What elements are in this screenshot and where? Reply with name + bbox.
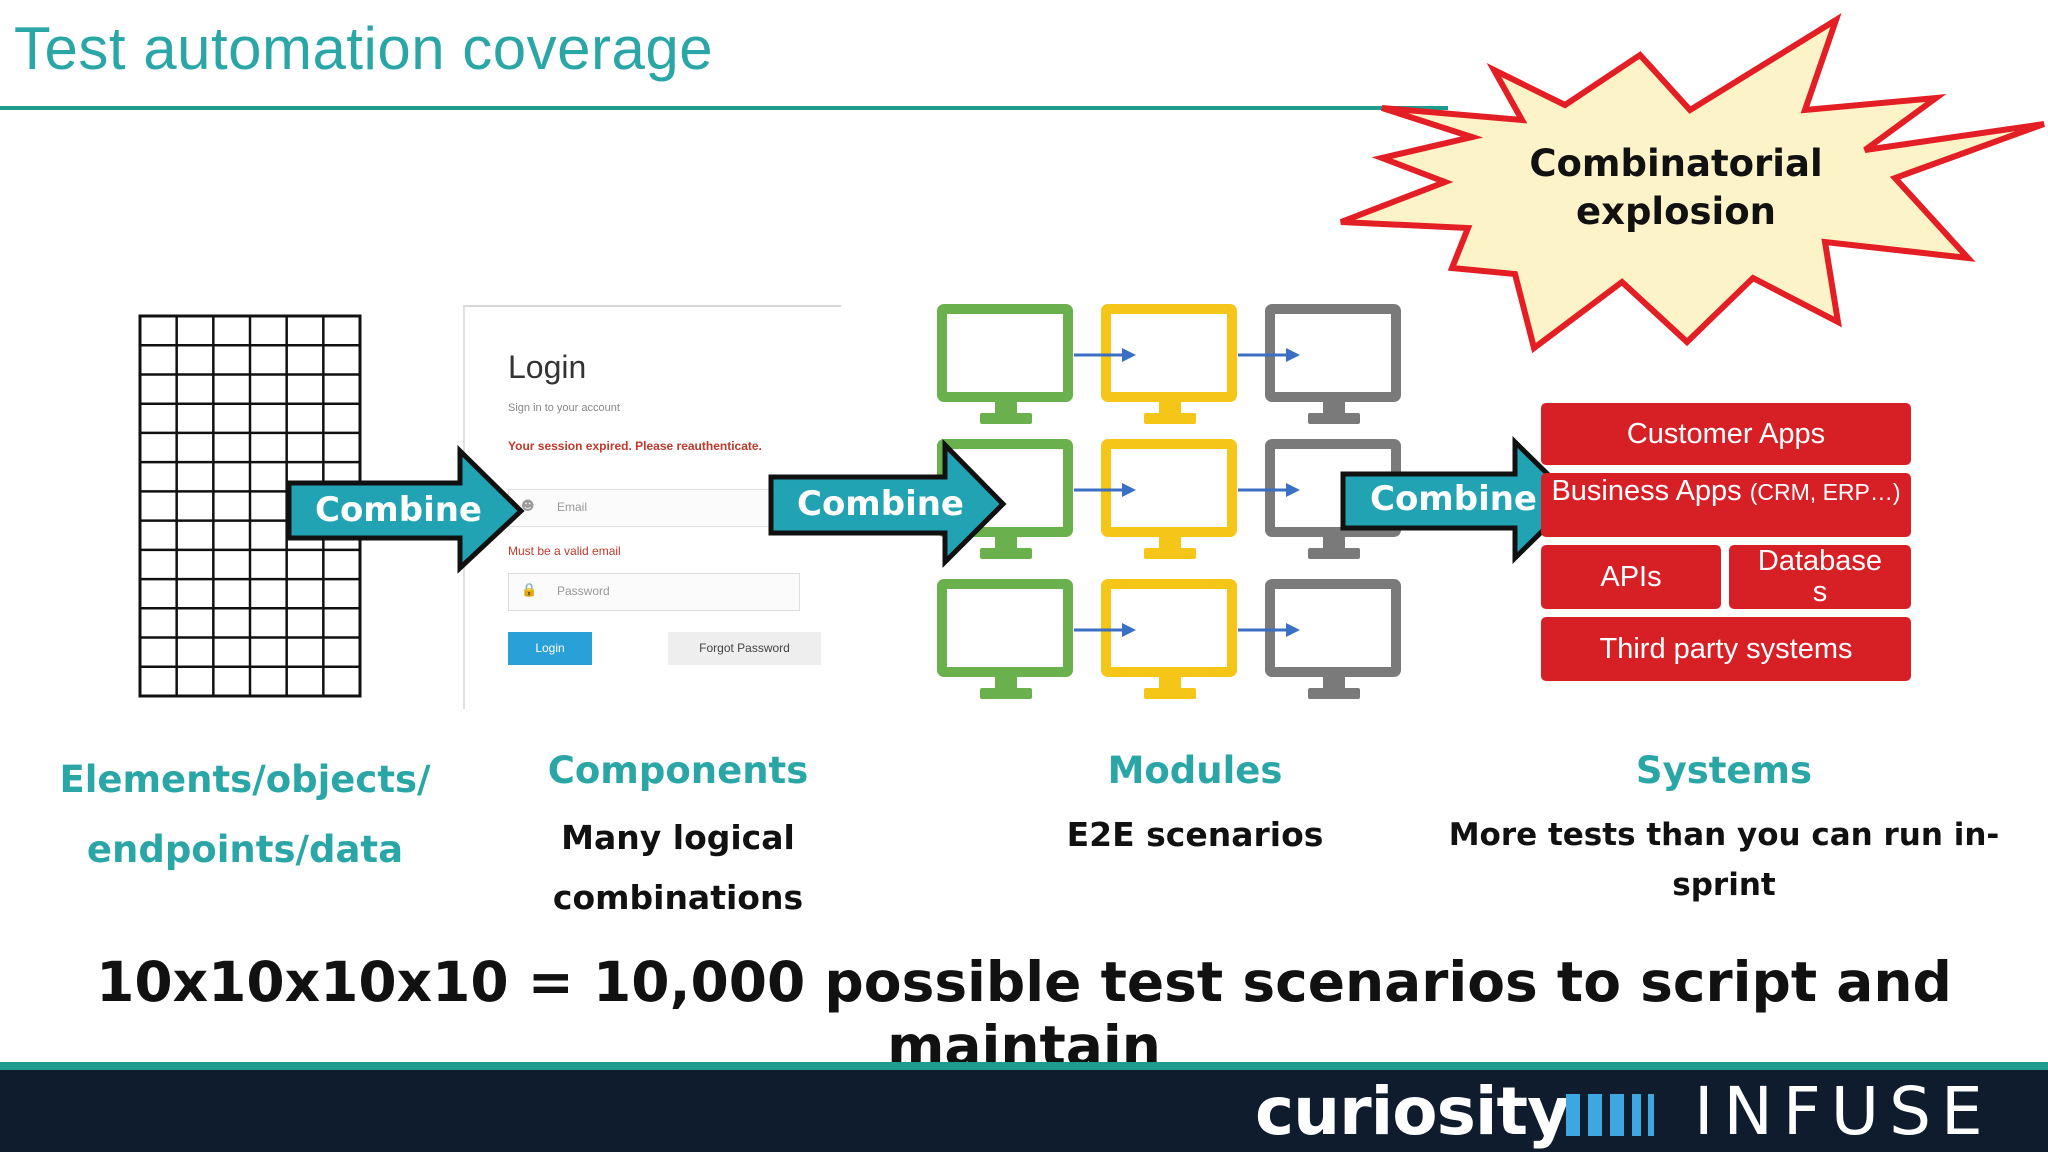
combine-arrow-1: [286, 445, 525, 574]
stage-components-sub: Many logical combinations: [478, 808, 878, 928]
explosion-label: Combinatorial explosion: [1506, 140, 1846, 236]
password-placeholder: Password: [557, 584, 610, 598]
login-title: Login: [508, 349, 587, 385]
third-party-label: Third party systems: [1599, 633, 1853, 665]
elements-grid: [138, 314, 362, 698]
stage-modules-sub: E2E scenarios: [1066, 815, 1324, 854]
monitor-icon: [1101, 304, 1237, 424]
combine-label-1: Combine: [315, 490, 482, 530]
explosion-burst: [1339, 13, 2046, 354]
stage-elements-title: Elements/objects/ endpoints/data: [40, 745, 450, 885]
databases-label-2: s: [1812, 576, 1828, 608]
user-icon: ☻: [521, 499, 535, 514]
footer-rule: [0, 1062, 2048, 1070]
components-sub-line1: Many logical: [561, 818, 795, 857]
brand-bars-icon: [1566, 1094, 1654, 1136]
brand-curiosity: curiosity: [1255, 1073, 1570, 1150]
login-subtitle: Sign in to your account: [508, 402, 620, 414]
third-party-block: Third party systems: [1541, 617, 1911, 681]
login-button[interactable]: Login: [508, 632, 592, 665]
connector-arrow: [1074, 623, 1136, 637]
monitor-icon: [1101, 439, 1237, 559]
stage-elements-line1: Elements/objects/: [59, 758, 431, 801]
business-apps-block: Business Apps (CRM, ERP…): [1541, 473, 1911, 537]
footer-bar: [0, 1070, 2048, 1152]
formula-statement: 10x10x10x10 = 10,000 possible test scena…: [96, 950, 1952, 1078]
databases-label-1: Database: [1757, 545, 1883, 577]
session-error: Your session expired. Please reauthentic…: [508, 439, 762, 453]
password-field[interactable]: 🔒 Password: [508, 573, 800, 611]
customer-apps-block: Customer Apps: [1541, 403, 1911, 465]
connector-arrow: [1074, 348, 1136, 362]
email-placeholder: Email: [557, 500, 588, 514]
stage-systems-title: Systems: [1635, 749, 1813, 792]
explosion-line2: explosion: [1575, 190, 1776, 233]
monitor-icon: [1265, 304, 1401, 424]
apis-block: APIs: [1541, 545, 1721, 609]
business-apps-label: Business Apps: [1551, 475, 1742, 507]
combine-arrow-2: [768, 438, 1007, 569]
slide-title: Test automation coverage: [14, 15, 714, 82]
monitor-icon: [937, 579, 1073, 699]
email-field[interactable]: ☻ Email: [508, 489, 800, 527]
databases-block: Database s: [1729, 545, 1911, 609]
connector-arrow: [1074, 483, 1136, 497]
business-apps-note: (CRM, ERP…): [1749, 479, 1901, 505]
stage-elements-line2: endpoints/data: [86, 828, 404, 871]
email-error: Must be a valid email: [508, 544, 621, 558]
stage-systems-sub: More tests than you can run in-sprint: [1448, 817, 2000, 903]
lock-icon: 🔒: [521, 583, 538, 598]
stage-components-title: Components: [547, 749, 809, 792]
stage-modules-title: Modules: [1107, 749, 1283, 792]
brand-infuse: INFUSE: [1694, 1073, 1993, 1150]
combine-label-2: Combine: [797, 484, 964, 524]
customer-apps-label: Customer Apps: [1626, 418, 1826, 450]
connector-arrow: [1238, 623, 1300, 637]
apis-label: APIs: [1600, 561, 1662, 593]
monitor-icon: [937, 304, 1073, 424]
title-divider: [0, 106, 1448, 110]
connector-arrow: [1238, 348, 1300, 362]
connector-arrow: [1238, 483, 1300, 497]
components-sub-line2: combinations: [552, 878, 804, 917]
combine-label-3: Combine: [1370, 479, 1537, 519]
monitor-icon: [1101, 579, 1237, 699]
forgot-password-button[interactable]: Forgot Password: [668, 632, 821, 665]
monitor-icon: [1265, 579, 1401, 699]
explosion-line1: Combinatorial: [1529, 142, 1823, 185]
